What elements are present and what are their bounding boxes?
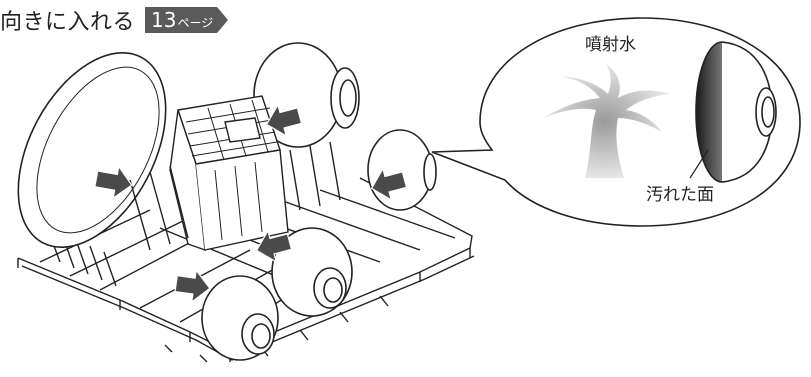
rack-tines (129, 141, 341, 251)
page-reference-badge[interactable]: 13 ページ (145, 7, 229, 33)
direction-arrow-icon (94, 165, 133, 200)
spray-water-label: 噴射水 (585, 35, 636, 55)
bowl-bottom-left (201, 275, 279, 361)
small-dish-right (367, 129, 437, 211)
page-ref-number: 13 (151, 8, 177, 32)
direction-arrow-icon (255, 229, 293, 263)
page-ref-unit: ページ (177, 16, 214, 30)
cutlery-basket (169, 95, 289, 252)
dirty-surface-label: 汚れた面 (646, 185, 714, 205)
page-ref-arrow-icon (217, 7, 229, 33)
direction-arrow-icon (370, 167, 408, 201)
direction-arrows (94, 103, 408, 304)
direction-arrow-icon (174, 268, 211, 304)
dirty-bowl-illustration (689, 41, 777, 183)
section-header: 向きに入れる 13 ページ (0, 5, 229, 35)
direction-arrow-icon (265, 103, 303, 137)
large-plate (17, 52, 167, 248)
header-instruction: 向きに入れる (0, 10, 136, 35)
bowl-bottom-right (271, 227, 353, 317)
spray-water-illustration (540, 64, 670, 178)
